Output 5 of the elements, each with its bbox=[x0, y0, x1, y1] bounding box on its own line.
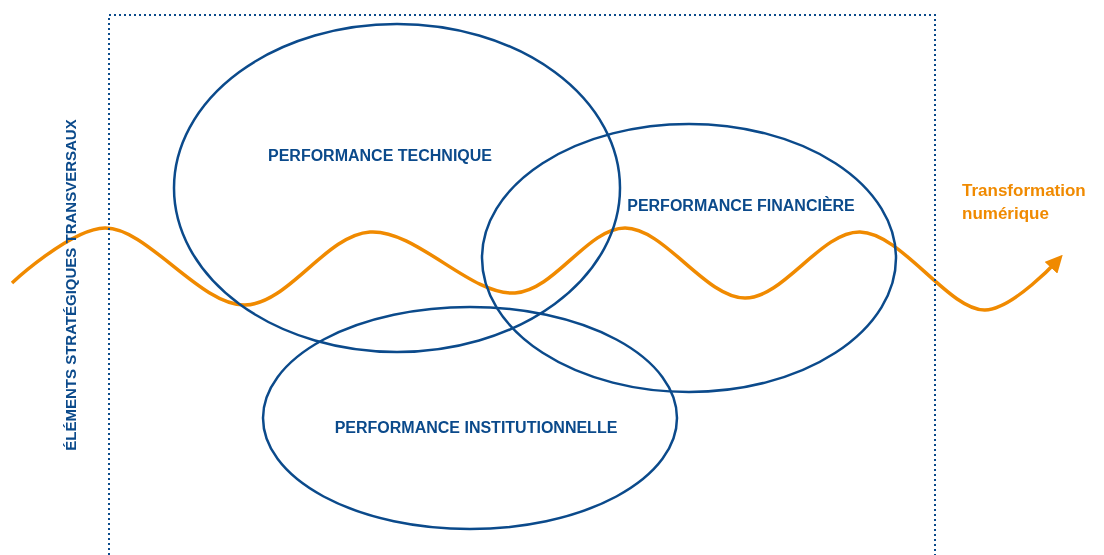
ellipse-label: PERFORMANCE TECHNIQUE bbox=[268, 147, 492, 165]
wave-label: Transformation numérique bbox=[962, 180, 1087, 225]
frame-heading: ÉLÉMENTS STRATÉGIQUES TRANSVERSAUX bbox=[61, 119, 79, 451]
ellipse-label: PERFORMANCE INSTITUTIONNELLE bbox=[334, 419, 618, 437]
ellipse-label: PERFORMANCE FINANCIÈRE bbox=[627, 197, 855, 215]
